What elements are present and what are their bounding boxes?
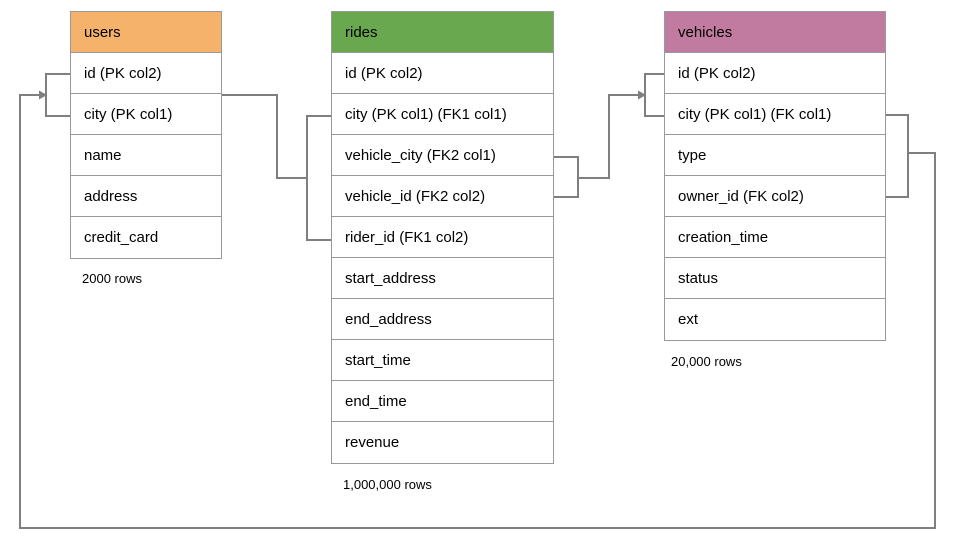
table-vehicles-row-count: 20,000 rows xyxy=(671,354,742,369)
table-row[interactable]: revenue xyxy=(345,434,400,451)
table-row[interactable]: vehicle_city (FK2 col1) xyxy=(332,135,553,176)
connector-rides-left-bracket xyxy=(306,115,331,241)
table-row[interactable]: name xyxy=(71,135,221,176)
table-users-row-count: 2000 rows xyxy=(82,271,142,286)
table-row[interactable]: end_time xyxy=(332,381,553,422)
table-users[interactable]: users id (PK col2) city (PK col1) name a… xyxy=(70,11,222,259)
table-row[interactable]: city (PK col1) (FK col1) xyxy=(665,94,885,135)
table-vehicles[interactable]: vehicles id (PK col2) city (PK col1) (FK… xyxy=(664,11,886,341)
table-rides[interactable]: rides id (PK col2) city (PK col1) (FK1 c… xyxy=(331,11,554,464)
table-row[interactable]: id (PK col2) xyxy=(332,53,553,94)
table-row[interactable]: id (PK col2) xyxy=(71,53,221,94)
table-rides-title: rides xyxy=(332,12,553,53)
table-row[interactable]: owner_id (FK col2) xyxy=(665,176,885,217)
connector-rides-right-bracket xyxy=(554,156,579,198)
table-row[interactable]: city (PK col1) xyxy=(71,94,221,135)
table-row[interactable]: status xyxy=(665,258,885,299)
connector-users-bracket xyxy=(45,73,70,117)
table-row[interactable]: ext xyxy=(678,311,699,328)
table-vehicles-title: vehicles xyxy=(665,12,885,53)
table-row[interactable]: id (PK col2) xyxy=(665,53,885,94)
table-row[interactable]: start_address xyxy=(332,258,553,299)
table-row[interactable]: type xyxy=(665,135,885,176)
table-row[interactable]: address xyxy=(71,176,221,217)
table-row[interactable]: end_address xyxy=(332,299,553,340)
connector-vehicles-left-bracket xyxy=(644,73,664,117)
connector-rides-to-vehicles xyxy=(578,90,646,179)
table-users-title: users xyxy=(71,12,221,53)
table-row[interactable]: creation_time xyxy=(665,217,885,258)
table-row[interactable]: city (PK col1) (FK1 col1) xyxy=(332,94,553,135)
table-rides-row-count: 1,000,000 rows xyxy=(343,477,432,492)
connector-vehicles-right-bracket xyxy=(886,114,909,198)
table-row[interactable]: start_time xyxy=(332,340,553,381)
table-row[interactable]: rider_id (FK1 col2) xyxy=(332,217,553,258)
table-row[interactable]: credit_card xyxy=(84,229,159,246)
table-row[interactable]: vehicle_id (FK2 col2) xyxy=(332,176,553,217)
